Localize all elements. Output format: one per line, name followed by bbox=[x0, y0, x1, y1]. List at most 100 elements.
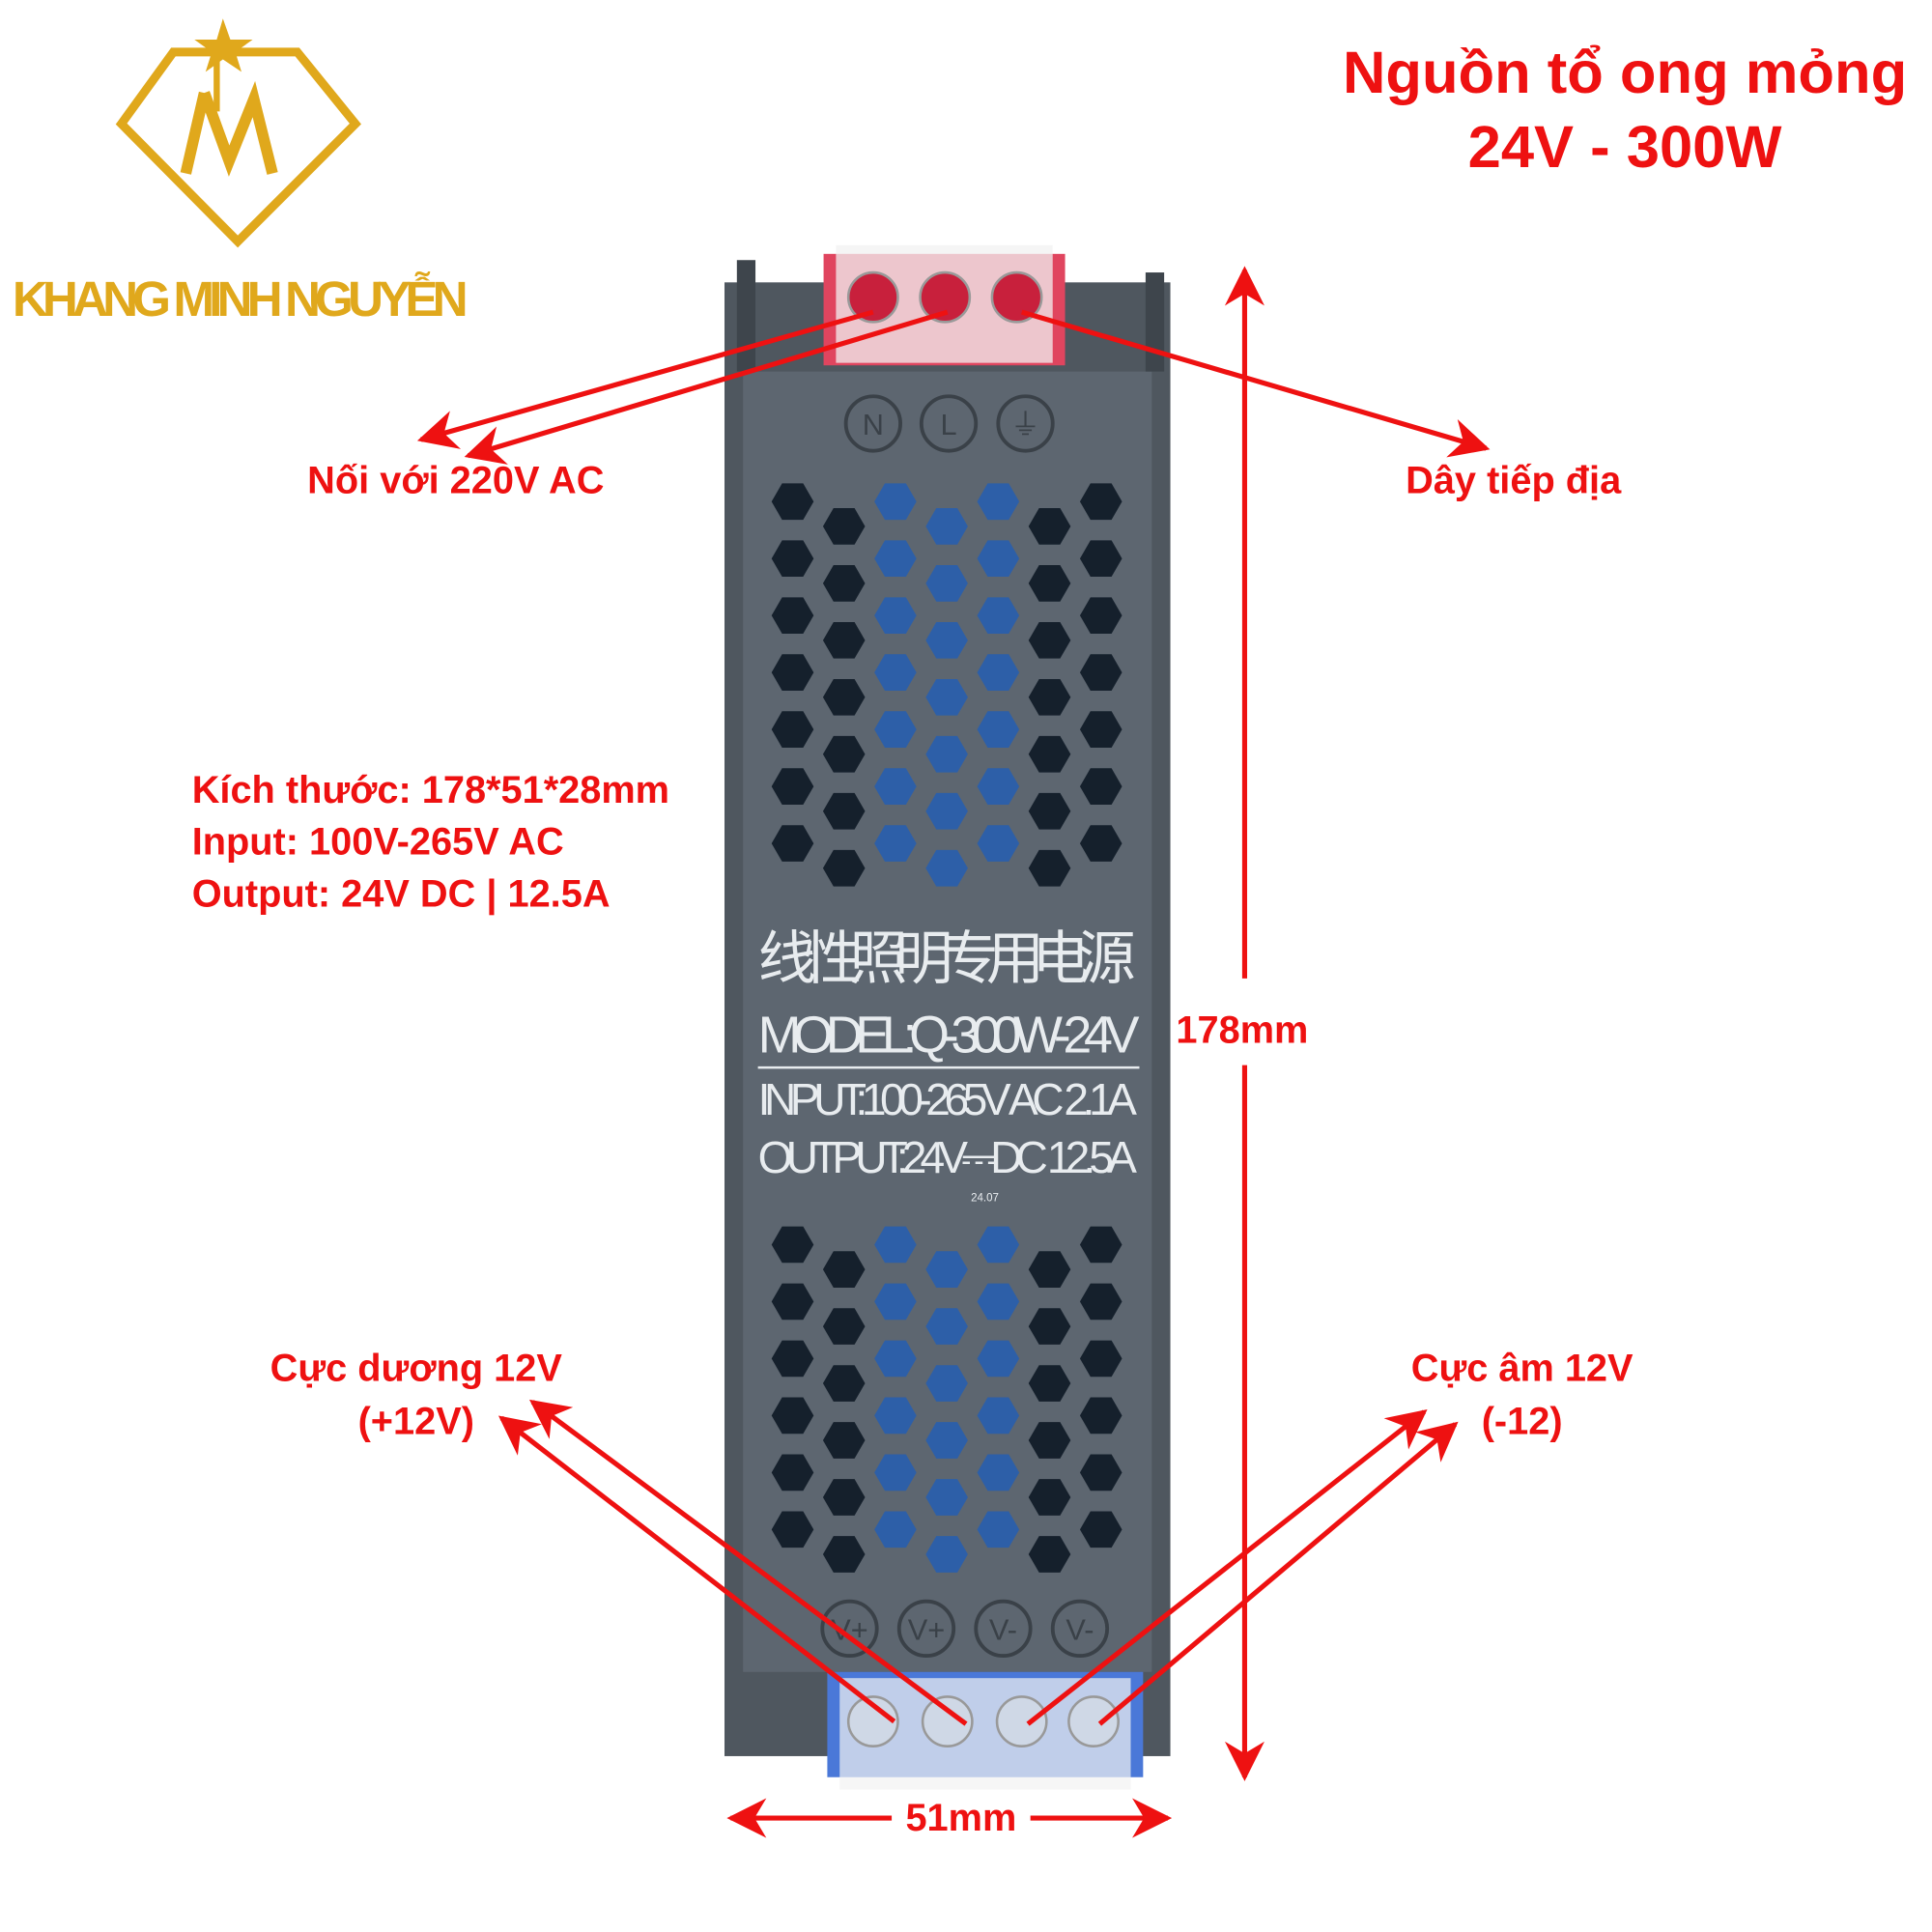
vent-hole bbox=[977, 1283, 1020, 1321]
vent-hole bbox=[1028, 678, 1071, 716]
spec-size: Kích thước: 178*51*28mm bbox=[192, 769, 669, 811]
vent-hole bbox=[874, 1397, 917, 1435]
label-input: INPUT:100-265V AC 2.1A bbox=[758, 1074, 1138, 1124]
label-model: MODEL:Q-300W-24V bbox=[758, 1007, 1140, 1065]
title-line1: Nguồn tổ ong mỏng bbox=[1343, 40, 1907, 106]
brand-logo bbox=[115, 18, 361, 248]
terminal-mark-icon bbox=[1050, 1599, 1110, 1659]
vent-hole bbox=[1028, 508, 1071, 545]
label-chinese: 线性照明专用电源 bbox=[758, 925, 1136, 991]
vent-hole bbox=[977, 768, 1020, 805]
vent-hole bbox=[771, 1340, 814, 1378]
vent-hole bbox=[771, 825, 814, 862]
terminal-screw bbox=[1067, 1695, 1120, 1747]
vent-hole bbox=[1079, 540, 1122, 578]
vent-hole bbox=[874, 597, 917, 635]
vent-hole bbox=[1028, 1479, 1071, 1516]
vent-hole bbox=[874, 1283, 917, 1321]
vent-hole bbox=[771, 1397, 814, 1435]
vent-hole bbox=[822, 735, 866, 773]
vent-hole bbox=[1028, 1251, 1071, 1288]
vent-hole bbox=[874, 1454, 917, 1492]
terminal-screw bbox=[846, 270, 899, 324]
vent-hole bbox=[771, 1454, 814, 1492]
terminal-mark-label: L bbox=[940, 408, 956, 441]
height-dimension: 178mm bbox=[1176, 1009, 1308, 1051]
positive-label-1: Cực dương 12V bbox=[270, 1347, 563, 1389]
vent-hole bbox=[977, 597, 1020, 635]
vent-hole bbox=[1028, 849, 1071, 887]
vent-hole bbox=[874, 1226, 917, 1264]
negative-label-2: (-12) bbox=[1482, 1401, 1563, 1443]
vent-hole bbox=[1028, 735, 1071, 773]
vent-hole bbox=[822, 1365, 866, 1402]
vent-hole bbox=[771, 483, 814, 521]
vent-hole bbox=[925, 508, 968, 545]
terminal-mark-icon bbox=[843, 394, 902, 453]
terminal-mark-label: ⏚ bbox=[1010, 408, 1040, 441]
vent-hole bbox=[874, 540, 917, 578]
vent-hole bbox=[1079, 1454, 1122, 1492]
vent-hole bbox=[1079, 768, 1122, 805]
vent-hole bbox=[822, 1536, 866, 1573]
vent-hole bbox=[1028, 1365, 1071, 1402]
vent-hole bbox=[925, 1308, 968, 1345]
vent-hole bbox=[822, 565, 866, 602]
vent-hole bbox=[1028, 1308, 1071, 1345]
terminal-screw bbox=[990, 270, 1043, 324]
vent-hole bbox=[771, 1283, 814, 1321]
width-dimension: 51mm bbox=[905, 1797, 1016, 1839]
label-output: OUTPUT:24V⎓DC 12.5A bbox=[758, 1132, 1138, 1182]
vent-hole bbox=[822, 849, 866, 887]
vent-hole bbox=[977, 483, 1020, 521]
vent-hole bbox=[977, 825, 1020, 862]
vent-hole bbox=[822, 1479, 866, 1516]
terminal-mark-icon bbox=[919, 394, 979, 453]
vent-hole bbox=[1079, 654, 1122, 691]
vent-hole bbox=[1079, 825, 1122, 862]
vent-hole bbox=[977, 1397, 1020, 1435]
vent-hole bbox=[822, 792, 866, 830]
vent-hole bbox=[771, 597, 814, 635]
vent-hole bbox=[822, 508, 866, 545]
vent-hole bbox=[925, 1536, 968, 1573]
vent-hole bbox=[925, 621, 968, 659]
vent-hole bbox=[822, 1308, 866, 1345]
vent-hole bbox=[977, 1511, 1020, 1548]
vent-hole bbox=[874, 654, 917, 691]
vent-hole bbox=[1079, 1283, 1122, 1321]
vent-hole bbox=[822, 1422, 866, 1459]
terminal-mark-icon bbox=[820, 1599, 879, 1659]
vent-hole bbox=[977, 711, 1020, 748]
vent-hole bbox=[1079, 483, 1122, 521]
title-line2: 24V - 300W bbox=[1468, 114, 1782, 181]
vent-hole bbox=[977, 654, 1020, 691]
vent-hole bbox=[874, 711, 917, 748]
vent-hole bbox=[1079, 711, 1122, 748]
vent-hole bbox=[925, 792, 968, 830]
vent-hole bbox=[874, 1340, 917, 1378]
vent-hole bbox=[771, 1226, 814, 1264]
vent-hole bbox=[822, 621, 866, 659]
vent-hole bbox=[925, 849, 968, 887]
spec-input: Input: 100V-265V AC bbox=[192, 821, 564, 864]
ground-label: Dây tiếp địa bbox=[1406, 459, 1622, 501]
terminal-screw bbox=[921, 1695, 974, 1747]
vent-hole bbox=[1028, 792, 1071, 830]
vent-hole bbox=[822, 1251, 866, 1288]
terminal-screw bbox=[846, 1695, 899, 1747]
brand-name: KHANG MINH NGUYỄN bbox=[13, 270, 469, 327]
annotation-arrows bbox=[416, 266, 1491, 1838]
vent-hole bbox=[925, 1251, 968, 1288]
terminal-mark-label: V- bbox=[1065, 1612, 1094, 1646]
terminal-mark-label: V+ bbox=[908, 1612, 945, 1646]
terminal-mark-icon bbox=[996, 394, 1055, 453]
vent-hole bbox=[977, 540, 1020, 578]
vent-hole bbox=[925, 1479, 968, 1516]
vent-hole bbox=[874, 768, 917, 805]
terminal-screw bbox=[919, 270, 972, 324]
label-date-code: 24.07 bbox=[971, 1193, 999, 1205]
terminal-screw bbox=[995, 1695, 1048, 1747]
bottom-terminal-block bbox=[827, 1671, 1144, 1790]
